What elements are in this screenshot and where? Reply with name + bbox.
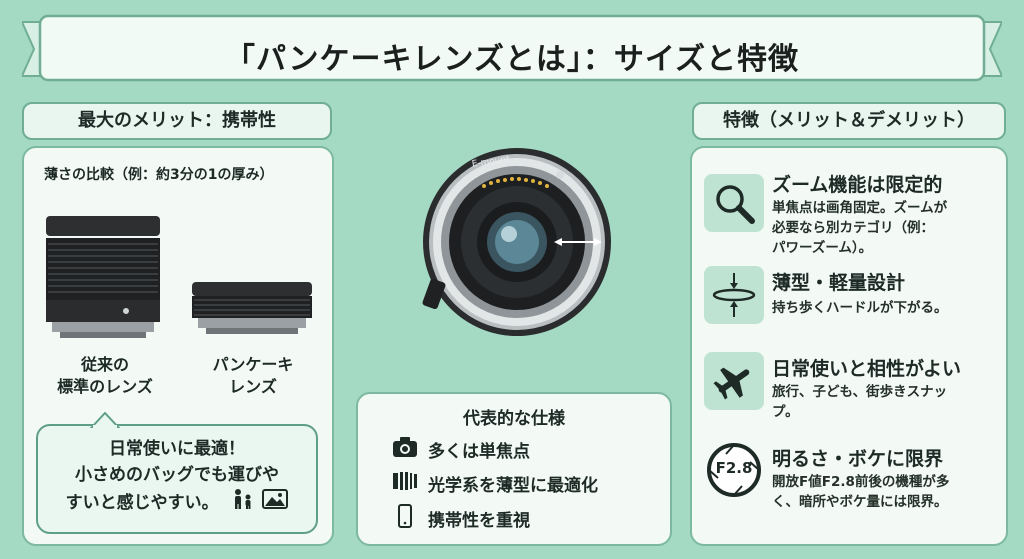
standard-lens-caption-line-2: 標準のレンズ: [57, 377, 153, 396]
compare-title: 薄さの比較（例：約3分の1の厚み）: [44, 167, 274, 183]
feature-item: 日常使いと相性がよい 旅行、子ども、街歩きスナッ プ。: [704, 352, 1004, 422]
feature-desc: 単焦点は画角固定。ズームが 必要なら別カテゴリ（例： パワーズーム）。: [772, 198, 947, 258]
bubble-pointer: [90, 412, 120, 428]
bubble-line-3-text: すいと感じやすい。: [65, 493, 219, 513]
lens-elements-icon: [392, 470, 418, 497]
thin-profile-icon: [704, 266, 764, 324]
benefit-speech-bubble: 日常使いに最適！ 小さめのバッグでも運びや すいと感じやすい。: [36, 412, 318, 534]
lens-mount-illustration: E-mount: [422, 148, 611, 336]
photo-icon: [262, 488, 289, 518]
feature-title: 日常使いと相性がよい: [772, 358, 962, 380]
spec-item-label: 携帯性を重視: [428, 511, 530, 531]
magnifier-icon: [704, 174, 764, 232]
spec-item: 光学系を薄型に最適化: [392, 470, 598, 497]
spec-item-label: 多くは単焦点: [428, 442, 530, 462]
feature-desc-line: 旅行、子ども、街歩きスナッ: [772, 384, 948, 400]
feature-desc-line: 持ち歩くハードルが下がる。: [772, 300, 948, 316]
feature-item: F2.8 明るさ・ボケに限界 開放F値F2.8前後の機種が多 く、暗所やボケ量に…: [704, 440, 1004, 520]
spec-item: 多くは単焦点: [392, 436, 530, 463]
feature-title: 薄型・軽量設計: [772, 272, 906, 294]
smartphone-icon: [392, 504, 418, 533]
standard-lens-caption-line-1: 従来の: [80, 355, 129, 374]
right-section-tag: 特徴（メリット＆デメリット）: [692, 102, 1006, 140]
typical-specs-box: 代表的な仕様 多くは単焦点 光学系を薄型に最適化 携帯性を重視: [356, 392, 672, 546]
feature-desc: 旅行、子ども、街歩きスナッ プ。: [772, 382, 947, 422]
pancake-lens-caption-line-2: レンズ: [229, 377, 277, 396]
standard-lens-illustration: [46, 216, 160, 338]
feature-desc-line: く、暗所やボケ量には限界。: [772, 494, 948, 510]
camera-icon: [392, 436, 418, 463]
bubble-line-1: 日常使いに最適！: [109, 439, 245, 459]
feature-item: ズーム機能は限定的 単焦点は画角固定。ズームが 必要なら別カテゴリ（例： パワー…: [704, 168, 1004, 258]
pancake-lens-caption: パンケーキ レンズ: [198, 354, 308, 398]
feature-title: 明るさ・ボケに限界: [772, 448, 944, 470]
feature-title: ズーム機能は限定的: [772, 174, 943, 196]
feature-desc: 開放F値F2.8前後の機種が多 く、暗所やボケ量には限界。: [772, 472, 949, 512]
left-section-tag: 最大のメリット：携帯性: [22, 102, 332, 140]
family-icon: [231, 488, 255, 518]
feature-item: 薄型・軽量設計 持ち歩くハードルが下がる。: [704, 266, 1004, 326]
feature-desc-line: 必要なら別カテゴリ（例：: [772, 220, 934, 236]
airplane-icon: [704, 352, 764, 410]
aperture-f28-icon: F2.8: [706, 442, 762, 498]
spec-item: 携帯性を重視: [392, 504, 530, 533]
pancake-lens-illustration: [192, 282, 312, 334]
feature-desc-line: プ。: [772, 404, 799, 420]
pancake-lens-caption-line-1: パンケーキ: [212, 355, 294, 374]
spec-item-label: 光学系を薄型に最適化: [428, 476, 598, 496]
title-banner: 「パンケーキレンズとは」：サイズと特徴: [22, 14, 1002, 84]
banner-ribbon: [22, 14, 1002, 82]
feature-desc-line: 単焦点は画角固定。ズームが: [772, 200, 948, 216]
feature-desc-line: 開放F値F2.8前後の機種が多: [772, 474, 950, 490]
standard-lens-caption: 従来の 標準のレンズ: [50, 354, 160, 398]
bubble-text: 日常使いに最適！ 小さめのバッグでも運びや すいと感じやすい。: [46, 436, 308, 518]
spec-title: 代表的な仕様: [463, 409, 565, 429]
bubble-line-2: 小さめのバッグでも運びや: [75, 465, 279, 485]
feature-desc-line: パワーズーム）。: [772, 240, 873, 256]
page-title: 「パンケーキレンズとは」：サイズと特徴: [225, 42, 799, 77]
aperture-icon-text: F2.8: [715, 459, 753, 477]
feature-desc: 持ち歩くハードルが下がる。: [772, 298, 948, 318]
bubble-line-3: すいと感じやすい。: [46, 488, 308, 518]
